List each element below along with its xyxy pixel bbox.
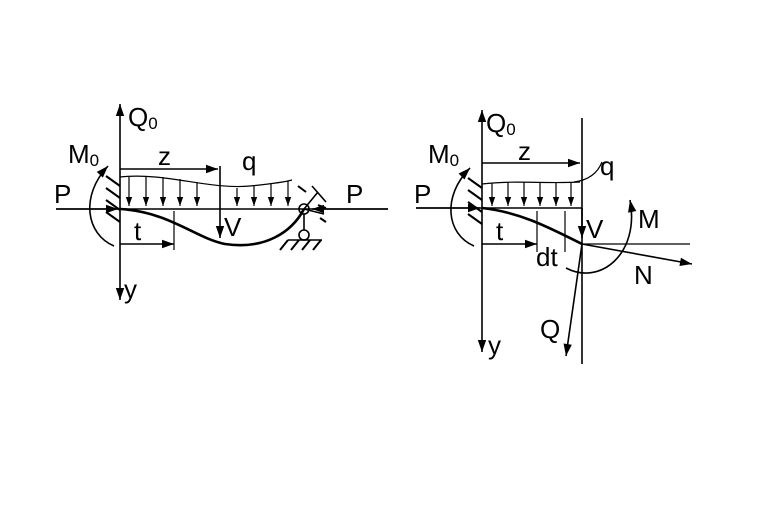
left-pin-support: [279, 185, 327, 251]
right-m-label: M: [638, 204, 660, 234]
right-q-shear-arrow: [563, 243, 583, 357]
right-q-shear-label: Q: [540, 314, 560, 344]
right-figure: Q0 M0 z q P t dt V M N Q y: [414, 108, 693, 364]
left-m0-arc: [88, 165, 115, 247]
right-n-label: N: [634, 260, 653, 290]
left-p-left-label: P: [54, 179, 71, 209]
left-z-label: z: [158, 141, 171, 171]
left-v-label: V: [224, 212, 242, 242]
right-v-label: V: [586, 214, 604, 244]
right-n-arrow: [581, 243, 693, 266]
left-q-label: q: [242, 146, 256, 176]
left-load-curve: [119, 175, 293, 188]
right-load-curve: [481, 181, 581, 185]
right-z-label: z: [518, 136, 531, 166]
left-load-arrows: [125, 177, 292, 206]
left-m0-label: M0: [68, 139, 99, 170]
left-deflection-curve: [119, 207, 306, 247]
right-y-label: y: [488, 330, 501, 360]
left-t-label: t: [134, 216, 142, 246]
right-deflection-curve: [481, 206, 583, 246]
right-dt-label: dt: [536, 242, 558, 272]
right-q0-label: Q0: [486, 108, 516, 139]
left-figure: Q0 M0 z q P P t V y: [54, 102, 388, 304]
right-load-arrows: [488, 182, 575, 206]
left-q0-label: Q0: [128, 102, 158, 133]
right-m0-arc: [450, 167, 475, 247]
left-p-right-label: P: [346, 179, 363, 209]
right-q-leader: [573, 161, 603, 183]
right-m0-label: M0: [428, 139, 459, 170]
right-q-label: q: [600, 151, 614, 181]
left-fixed-support-hatch: [105, 175, 121, 223]
right-fixed-support-hatch: [467, 177, 483, 225]
right-t-label: t: [496, 216, 504, 246]
right-p-label: P: [414, 179, 431, 209]
left-y-label: y: [124, 274, 137, 304]
